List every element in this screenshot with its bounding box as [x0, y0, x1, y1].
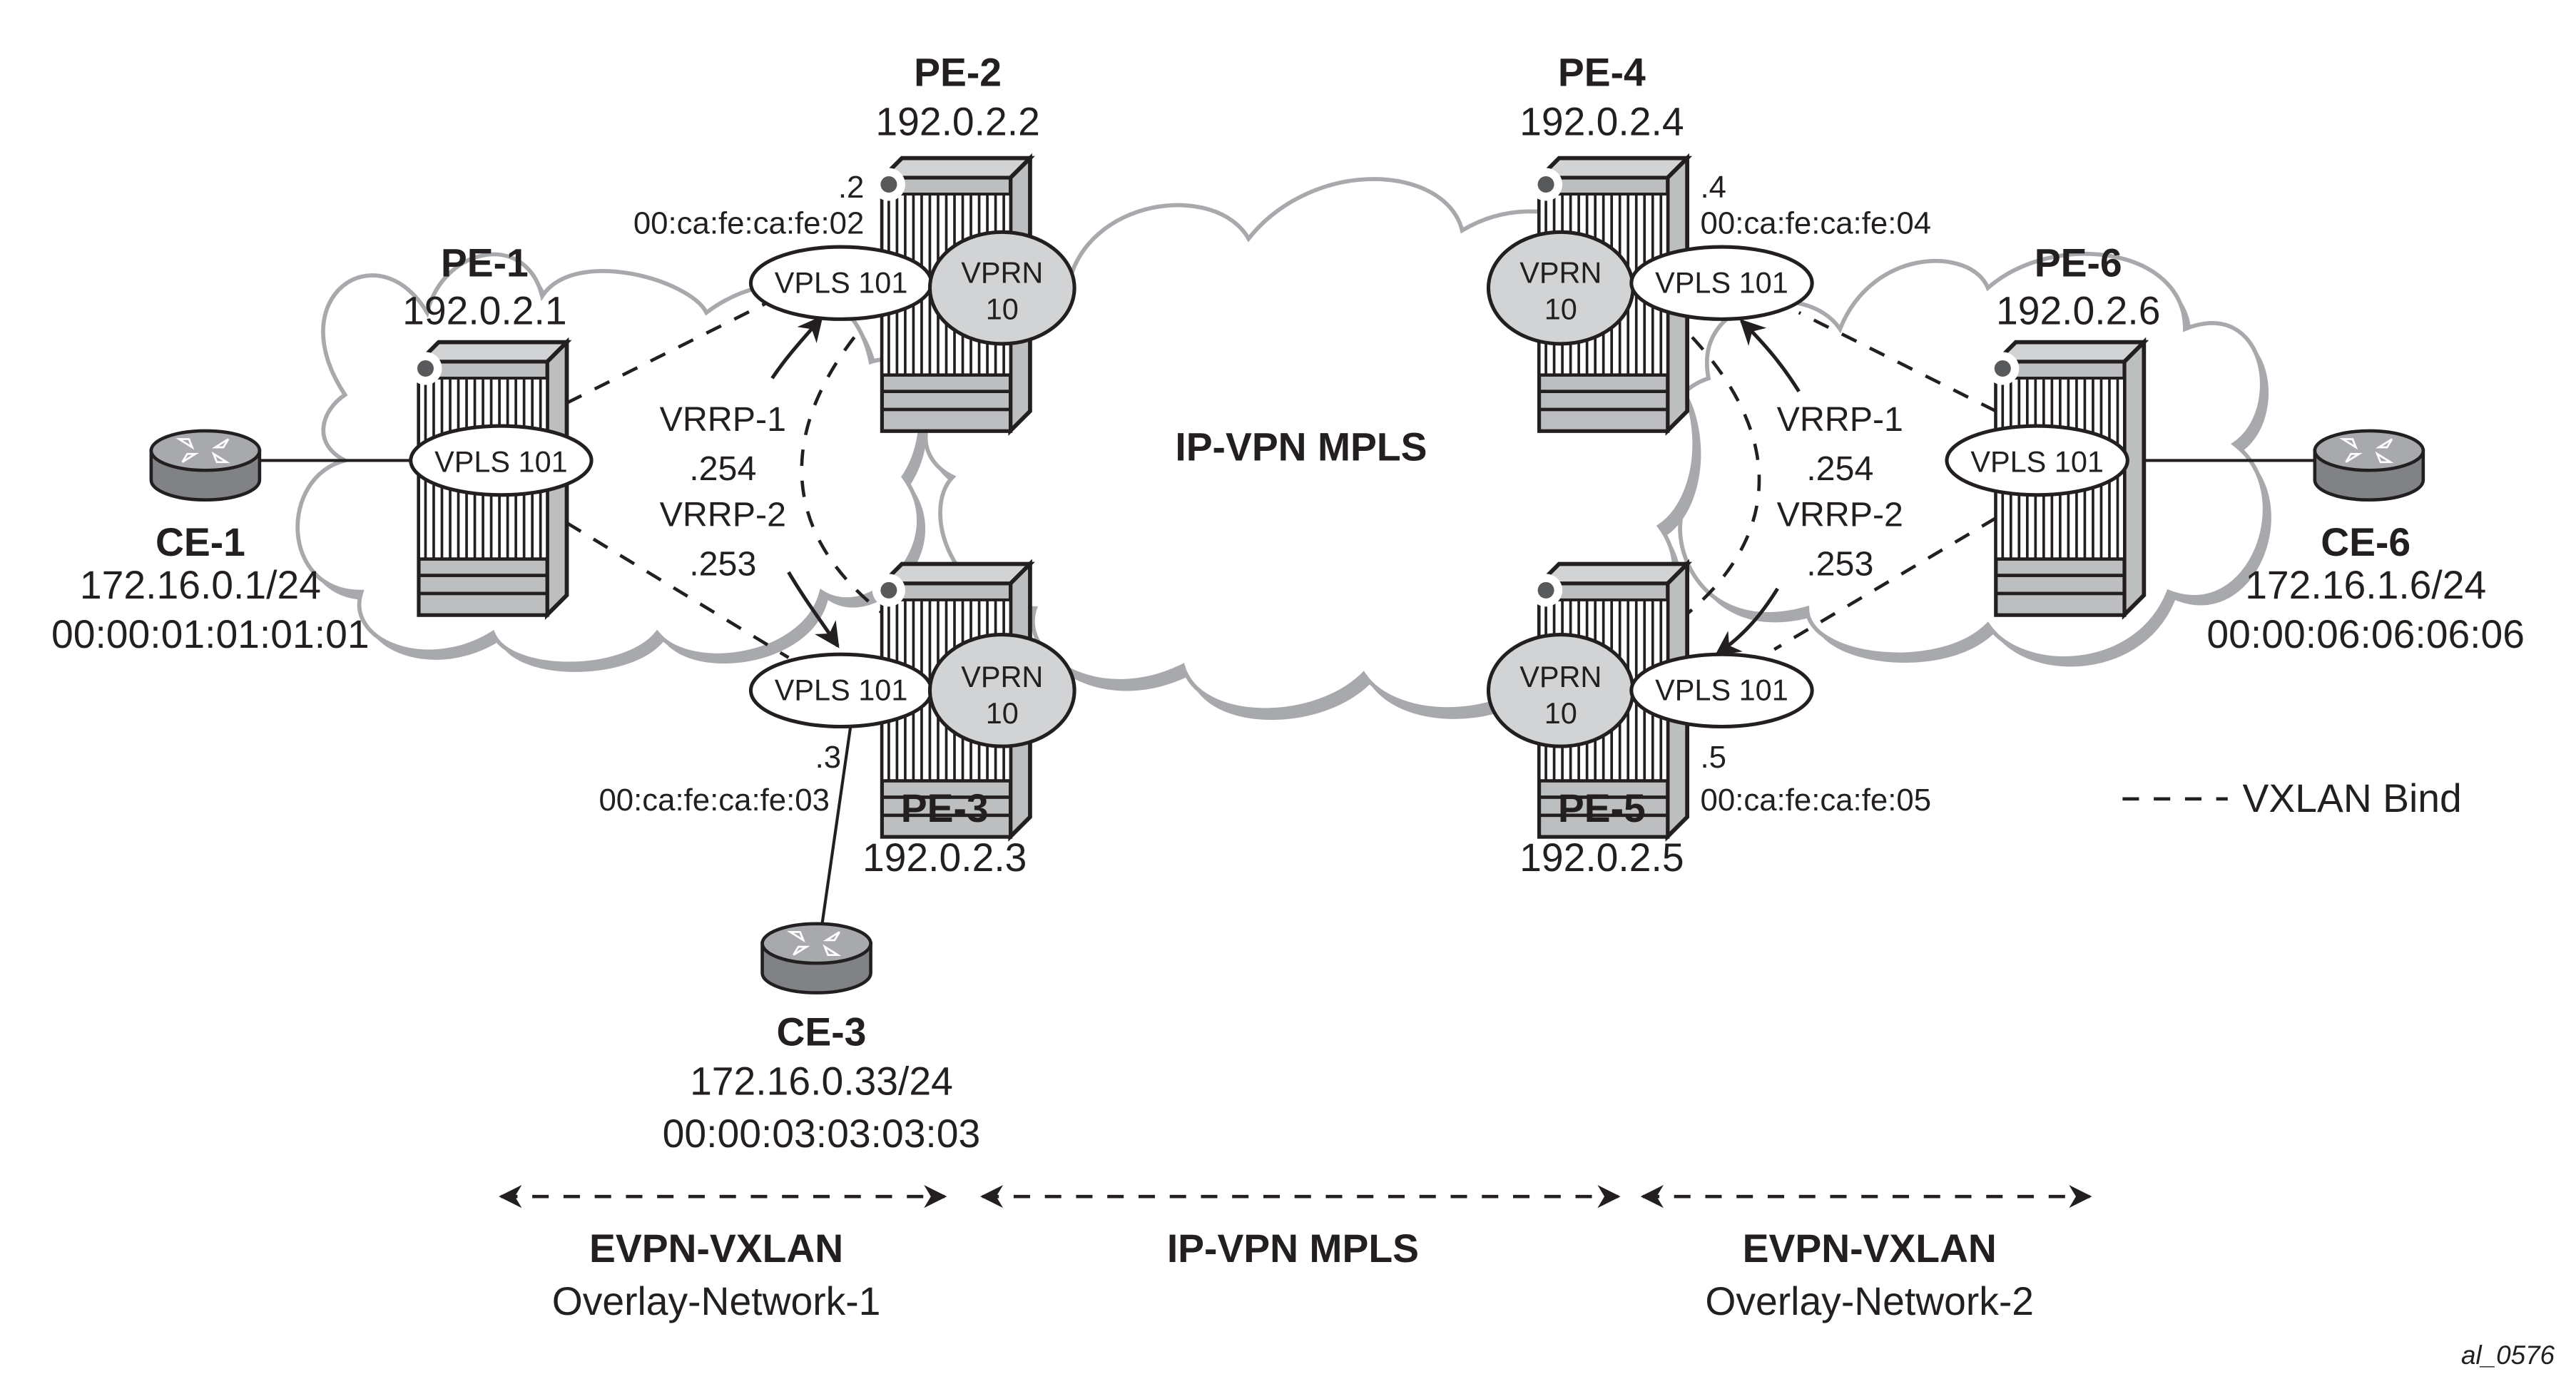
ce6-node[interactable]: CE-6 172.16.1.6/24 00:00:06:06:06:06 [2206, 431, 2525, 656]
ce6-mac: 00:00:06:06:06:06 [2206, 612, 2525, 656]
ce3-mac: 00:00:03:03:03:03 [663, 1111, 981, 1156]
ce1-name: CE-1 [156, 520, 245, 564]
pe6-vpls-label: VPLS 101 [1970, 445, 2104, 479]
domain-2-title: IP-VPN MPLS [1167, 1226, 1419, 1271]
svg-text:.253: .253 [1806, 545, 1873, 584]
legend-vxlan-bind: VXLAN Bind [2243, 776, 2462, 820]
ce3-name: CE-3 [777, 1009, 867, 1054]
domain-1-title: EVPN-VXLAN [589, 1226, 843, 1271]
ce6-ip: 172.16.1.6/24 [2245, 563, 2486, 607]
ce1-ip: 172.16.0.1/24 [80, 563, 321, 607]
pe2-suffix: .2 [838, 170, 865, 205]
vrrp-left-labels: VRRP-1 .254 VRRP-2 .253 [660, 400, 786, 584]
svg-text:VRRP-2: VRRP-2 [660, 496, 786, 534]
pe5-vpls-label: VPLS 101 [1655, 673, 1788, 707]
pe2-mac: 00:ca:fe:ca:fe:02 [633, 206, 865, 241]
domain-labels: EVPN-VXLAN Overlay-Network-1 IP-VPN MPLS… [552, 1226, 2034, 1323]
pe6-node[interactable]: PE-6 192.0.2.6 VPLS 101 [1945, 240, 2160, 614]
svg-text:.254: .254 [689, 449, 756, 488]
pe5-name: PE-5 [1558, 786, 1646, 830]
vrrp-left-arrow-down [787, 571, 840, 648]
pe2-vprn-id: 10 [986, 292, 1019, 325]
pe1-ip: 192.0.2.1 [402, 288, 566, 332]
ce1-mac: 00:00:01:01:01:01 [51, 612, 370, 656]
pe6-ip: 192.0.2.6 [1996, 288, 2160, 332]
pe4-vprn-id: 10 [1544, 292, 1577, 325]
pe4-ip: 192.0.2.4 [1519, 99, 1684, 143]
ce1-node[interactable]: CE-1 172.16.0.1/24 00:00:01:01:01:01 [51, 431, 370, 656]
pe5-vprn-label: VPRN [1519, 660, 1602, 693]
pe3-vprn-id: 10 [986, 696, 1019, 730]
pe5-suffix: .5 [1701, 740, 1727, 775]
vxlan-binds [566, 295, 1997, 659]
pe3-name: PE-3 [901, 786, 989, 830]
svg-text:VRRP-1: VRRP-1 [660, 400, 786, 439]
pe5-vprn-id: 10 [1544, 696, 1577, 730]
pe4-suffix: .4 [1701, 170, 1727, 205]
pe1-vpls [409, 424, 594, 497]
pe2-vpls-label: VPLS 101 [775, 266, 908, 300]
pe5-mac: 00:ca:fe:ca:fe:05 [1701, 783, 1932, 818]
figure-id: al_0576 [2461, 1341, 2555, 1370]
pe5-ip: 192.0.2.5 [1519, 835, 1684, 880]
pe5-node[interactable]: VPRN 10 VPLS 101 .5 00:ca:fe:ca:fe:05 PE… [1486, 564, 1932, 880]
router-icon [151, 431, 260, 500]
pe2-vprn-label: VPRN [961, 256, 1043, 290]
pe2-ip: 192.0.2.2 [875, 99, 1039, 143]
ce3-ip: 172.16.0.33/24 [690, 1059, 953, 1103]
pe2-node[interactable]: PE-2 192.0.2.2 .2 00:ca:fe:ca:fe:02 VPLS… [633, 50, 1076, 431]
ce3-pe3-link [820, 723, 852, 930]
pe2-name: PE-2 [914, 50, 1002, 94]
pe3-vprn-label: VPRN [961, 660, 1043, 693]
svg-text:.253: .253 [689, 545, 756, 584]
ce3-node[interactable]: CE-3 172.16.0.33/24 00:00:03:03:03:03 [663, 924, 981, 1156]
router-icon [2315, 431, 2423, 500]
pe3-mac: 00:ca:fe:ca:fe:03 [599, 783, 830, 818]
domain-3-title: EVPN-VXLAN [1743, 1226, 1997, 1271]
pe3-ip: 192.0.2.3 [862, 835, 1027, 880]
pe4-name: PE-4 [1558, 50, 1646, 94]
pe4-vprn-label: VPRN [1519, 256, 1602, 290]
domain-1-subtitle: Overlay-Network-1 [552, 1279, 881, 1323]
domain-3-subtitle: Overlay-Network-2 [1705, 1279, 2034, 1323]
pe3-suffix: .3 [815, 740, 842, 775]
core-cloud-label: IP-VPN MPLS [1175, 424, 1427, 469]
pe3-vpls-label: VPLS 101 [775, 673, 908, 707]
router-icon [763, 924, 871, 993]
pe1-name: PE-1 [441, 240, 529, 285]
vrrp-left-arrow-up [770, 315, 823, 380]
svg-text:VRRP-2: VRRP-2 [1777, 496, 1903, 534]
pe3-node[interactable]: VPLS 101 VPRN 10 .3 00:ca:fe:ca:fe:03 PE… [599, 564, 1076, 880]
vrrp-right-labels: VRRP-1 .254 VRRP-2 .253 [1777, 400, 1903, 584]
vrrp-right-arrow-up [1739, 319, 1801, 393]
pe1-vpls-label: VPLS 101 [434, 445, 568, 479]
pe4-node[interactable]: PE-4 192.0.2.4 .4 00:ca:fe:ca:fe:04 VPRN… [1486, 50, 1932, 431]
svg-text:.254: .254 [1806, 449, 1873, 488]
pe6-name: PE-6 [2035, 240, 2122, 285]
pe1-node[interactable]: PE-1 192.0.2.1 VPLS 101 [402, 240, 594, 614]
svg-text:VRRP-1: VRRP-1 [1777, 400, 1903, 439]
pe4-mac: 00:ca:fe:ca:fe:04 [1701, 206, 1932, 241]
ce6-name: CE-6 [2321, 520, 2410, 564]
pe4-vpls-label: VPLS 101 [1655, 266, 1788, 300]
vrrp-right-arrow-down [1714, 587, 1779, 656]
legend: VXLAN Bind [2122, 776, 2462, 820]
